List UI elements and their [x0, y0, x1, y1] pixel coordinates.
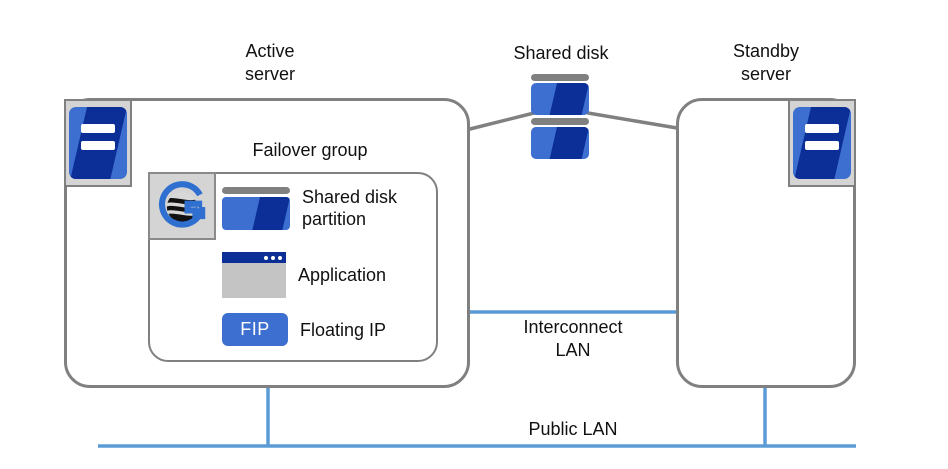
resource-label-line1: Application — [298, 265, 387, 285]
public-lan-label: Public LAN — [453, 418, 693, 441]
resource-shared-disk-partition: Shared disk partition — [222, 186, 397, 230]
titlebar-dot-2 — [271, 255, 275, 260]
titlebar-dot-3 — [278, 255, 282, 260]
server-tower-body — [69, 107, 127, 179]
clusterpro-g-logo-icon — [148, 172, 216, 240]
standby-server-label-line2: server — [740, 64, 791, 84]
failover-group-label-text: Failover group — [252, 140, 368, 160]
standby-server-label: Standby server — [680, 40, 852, 86]
link-active-to-shared-disk — [468, 111, 536, 131]
resource-label-line1: Shared disk — [302, 187, 398, 207]
disk-cap — [531, 118, 589, 125]
floating-ip-badge-text: FIP — [240, 319, 270, 339]
active-server-label-line1: Active — [245, 41, 295, 61]
server-slot-1 — [81, 124, 115, 133]
disk-unit-1 — [531, 74, 589, 115]
disk-cap — [222, 186, 290, 194]
disk-slab — [531, 127, 589, 159]
server-slot-2 — [805, 141, 839, 150]
server-slot-1 — [805, 124, 839, 133]
g-logo-glyph — [159, 181, 206, 228]
interconnect-lan-label: Interconnect LAN — [483, 316, 663, 362]
link-shared-disk-to-standby — [586, 111, 679, 130]
active-server-box — [64, 98, 470, 388]
shared-disk-icon — [531, 74, 589, 159]
application-icon — [222, 252, 286, 298]
standby-server-label-line1: Standby — [732, 41, 800, 61]
resource-label-floating-ip: Floating IP — [300, 319, 386, 341]
shared-disk-partition-icon — [222, 186, 290, 230]
titlebar-dot-1 — [264, 255, 268, 260]
shared-disk-label: Shared disk — [481, 42, 641, 65]
floating-ip-icon: FIP — [222, 313, 288, 346]
standby-server-tower-icon — [788, 99, 856, 187]
disk-unit-2 — [531, 118, 589, 159]
standby-server-box — [676, 98, 856, 388]
interconnect-lan-label-line2: LAN — [555, 340, 591, 360]
interconnect-lan-label-line1: Interconnect — [523, 317, 623, 337]
failover-group-label: Failover group — [180, 139, 440, 162]
server-tower-body — [793, 107, 851, 179]
active-server-label: Active server — [200, 40, 340, 86]
resource-label-application: Application — [298, 264, 386, 286]
active-server-tower-icon — [64, 99, 132, 187]
resource-floating-ip: FIP Floating IP — [222, 313, 386, 346]
active-server-label-line2: server — [244, 64, 295, 84]
disk-cap — [531, 74, 589, 81]
shared-disk-label-text: Shared disk — [513, 43, 609, 63]
server-slot-2 — [81, 141, 115, 150]
public-lan-label-text: Public LAN — [528, 419, 618, 439]
disk-slab — [531, 83, 589, 115]
resource-label-line1: Floating IP — [300, 319, 387, 340]
resource-label-shared-disk-partition: Shared disk partition — [302, 186, 397, 230]
disk-slab — [222, 196, 290, 230]
application-titlebar — [222, 252, 286, 263]
resource-application: Application — [222, 252, 386, 298]
resource-label-line2: partition — [302, 209, 367, 229]
failover-group-box — [148, 172, 438, 362]
